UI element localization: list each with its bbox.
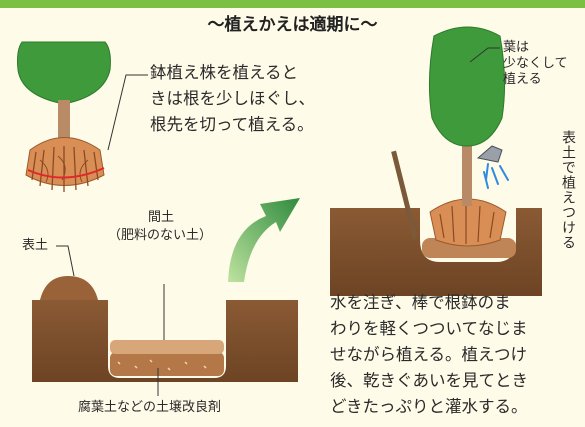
intermediate-soil-layer bbox=[110, 340, 224, 354]
topsoil-label: 表土 bbox=[22, 238, 49, 253]
leader-line bbox=[107, 74, 148, 151]
intermediate-soil-label-1: 間土 bbox=[148, 210, 175, 225]
watering-note-line-4: 後、乾きぐあいを見てとき bbox=[330, 371, 528, 390]
watering-note-line-2: わりを軽くつついてなじま bbox=[330, 319, 528, 338]
tree-icon bbox=[428, 26, 506, 147]
cut-line bbox=[27, 167, 105, 179]
leaves-note-line-2: 少なくして bbox=[503, 56, 568, 71]
watering-note-line-5: どきたっぷりと灌水する。 bbox=[330, 397, 528, 416]
intermediate-soil-label-2: （肥料のない土） bbox=[108, 228, 213, 243]
page-title: ～植えかえは適期に～ bbox=[207, 15, 378, 35]
leaves-note-line-1: 葉は bbox=[503, 40, 530, 55]
topsoil-replant-vertical: 表土で植えつける bbox=[560, 130, 576, 250]
amendment-layer bbox=[110, 352, 224, 376]
step1-note-line-3: 根先を切って植える。 bbox=[150, 115, 314, 134]
replanting-illustration bbox=[330, 26, 542, 296]
watering-note-line-3: せながら植える。植えつけ bbox=[330, 345, 528, 364]
curved-arrow-icon bbox=[228, 198, 300, 282]
amendment-label: 腐葉土などの土壌改良剤 bbox=[78, 400, 222, 415]
trunk-icon bbox=[58, 100, 70, 140]
watering-note-line-1: 水を注ぎ、棒で根鉢のま bbox=[330, 293, 511, 312]
tree-crown-icon bbox=[17, 41, 111, 105]
stake bbox=[391, 150, 418, 240]
watering-can-icon bbox=[476, 145, 509, 189]
root-ball-icon bbox=[25, 137, 105, 192]
potted-plant-illustration bbox=[17, 41, 111, 192]
step1-note-line-1: 鉢植え株を植えると bbox=[150, 63, 299, 82]
step1-note-line-2: きは根を少しほぐし、 bbox=[150, 89, 315, 108]
trunk-icon-2 bbox=[462, 130, 472, 206]
header-band bbox=[0, 0, 585, 8]
leaves-note-line-3: 植える bbox=[503, 72, 542, 87]
topsoil-mound bbox=[40, 276, 98, 300]
planting-hole-illustration bbox=[32, 276, 298, 382]
